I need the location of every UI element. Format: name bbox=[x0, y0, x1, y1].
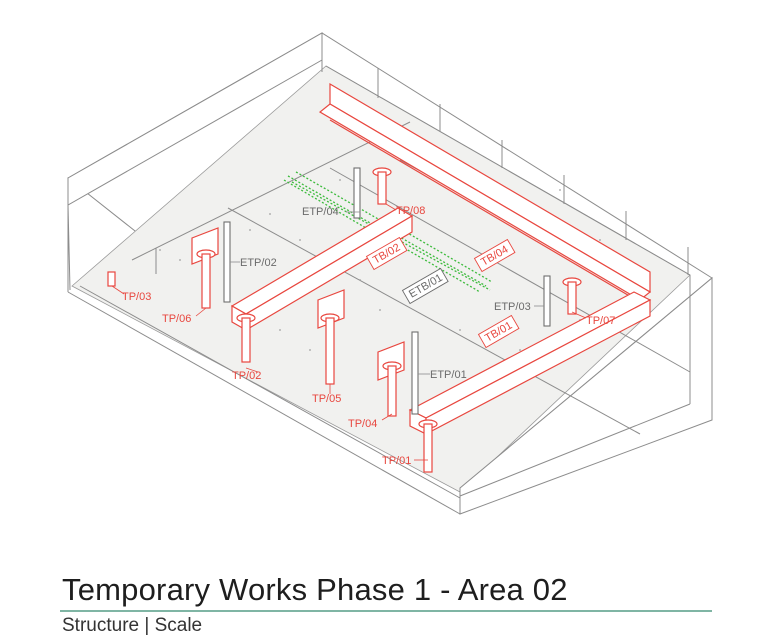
label-tp05: TP/05 bbox=[312, 393, 341, 405]
leaders bbox=[111, 203, 587, 461]
temporary-beams bbox=[191, 82, 652, 435]
prop-tp05 bbox=[320, 313, 340, 385]
prop-tp04 bbox=[382, 361, 402, 417]
prop-tp07 bbox=[562, 277, 582, 315]
prop-tp02 bbox=[236, 313, 256, 363]
label-tp07: TP/07 bbox=[586, 315, 615, 327]
existing-props bbox=[155, 167, 551, 415]
page-subtitle: Structure | Scale bbox=[62, 615, 203, 636]
label-tp02: TP/02 bbox=[232, 370, 261, 382]
prop-etp03 bbox=[543, 275, 551, 327]
isometric-drawing: TP/01 TP/02 TP/03 TP/04 TP/05 TP/06 TP/0… bbox=[67, 32, 713, 515]
label-tp08: TP/08 bbox=[396, 205, 425, 217]
prop-etp04 bbox=[353, 167, 361, 219]
label-etp02: ETP/02 bbox=[240, 257, 277, 269]
label-tp04: TP/04 bbox=[348, 418, 377, 430]
page-title: Temporary Works Phase 1 - Area 02 bbox=[62, 572, 568, 607]
label-etp01: ETP/01 bbox=[430, 369, 467, 381]
prop-etp01 bbox=[411, 331, 419, 415]
label-etp03: ETP/03 bbox=[494, 301, 531, 313]
rebar-zones bbox=[283, 171, 493, 293]
prop-tp08 bbox=[372, 167, 392, 205]
prop-tp03 bbox=[107, 271, 116, 287]
label-etp04: ETP/04 bbox=[302, 206, 339, 218]
temporary-props bbox=[107, 167, 582, 473]
label-tp01: TP/01 bbox=[382, 455, 411, 467]
prop-tp06 bbox=[196, 249, 216, 309]
labels: TP/01 TP/02 TP/03 TP/04 TP/05 TP/06 TP/0… bbox=[122, 205, 615, 467]
prop-tp01 bbox=[418, 419, 438, 473]
prop-etp02 bbox=[223, 221, 231, 303]
label-tp03: TP/03 bbox=[122, 291, 151, 303]
label-tp06: TP/06 bbox=[162, 313, 191, 325]
title-divider bbox=[60, 610, 712, 612]
